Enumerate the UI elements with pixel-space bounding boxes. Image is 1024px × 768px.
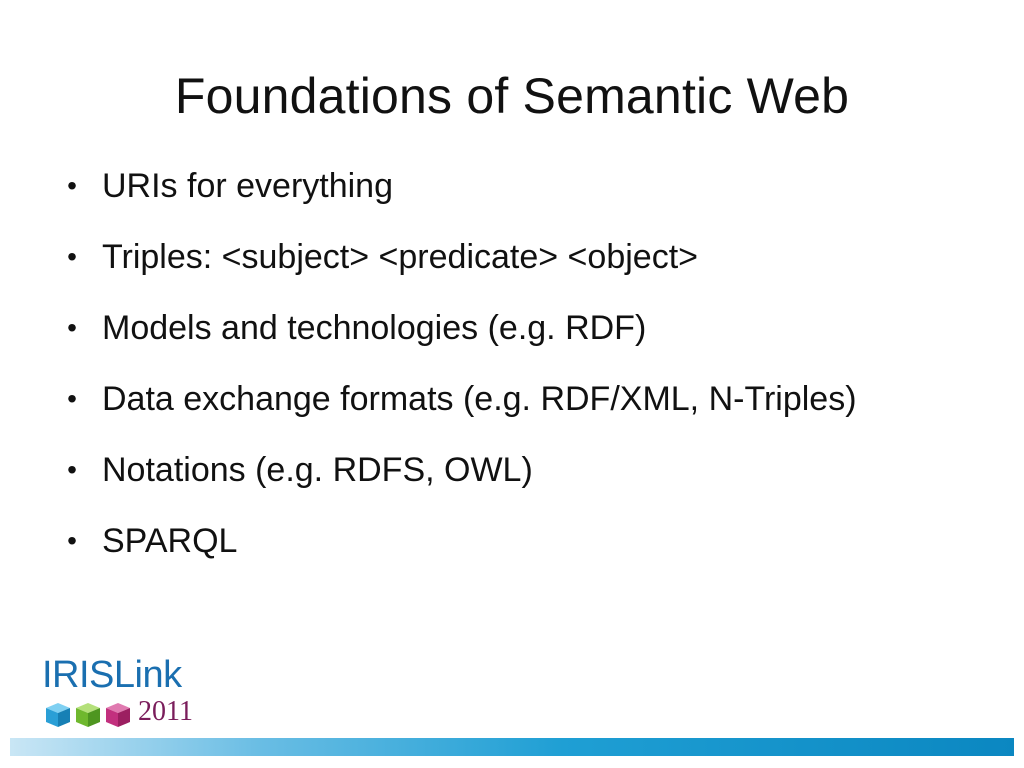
bullet-marker: • (67, 383, 77, 414)
magenta-cube-icon (106, 703, 130, 727)
logo-wordmark: IRISLink (42, 654, 182, 696)
bullet-text: Notations (e.g. RDFS, OWL) (102, 451, 533, 489)
bullet-item: • SPARQL (62, 515, 892, 567)
bullet-marker: • (67, 454, 77, 485)
blue-cube-icon (46, 703, 70, 727)
bullet-marker: • (67, 525, 77, 556)
irislink-logo: IRISLink 2011 (42, 654, 212, 729)
bullet-marker: • (67, 170, 77, 201)
bullet-text: Data exchange formats (e.g. RDF/XML, N-T… (102, 380, 857, 418)
green-cube-icon (76, 703, 100, 727)
slide-title: Foundations of Semantic Web (174, 68, 850, 124)
bullet-text: SPARQL (102, 522, 238, 560)
logo-year: 2011 (138, 696, 193, 727)
bullet-marker: • (67, 241, 77, 272)
bullet-text: URIs for everything (102, 167, 393, 205)
bullet-item: • Triples: <subject> <predicate> <object… (62, 231, 892, 283)
bullet-marker: • (67, 312, 77, 343)
bullet-item: • Data exchange formats (e.g. RDF/XML, N… (62, 373, 892, 425)
footer-bar (10, 738, 1014, 756)
bullet-list: • URIs for everything • Triples: <subjec… (62, 160, 892, 586)
bullet-item: • Notations (e.g. RDFS, OWL) (62, 444, 892, 496)
bullet-item: • URIs for everything (62, 160, 892, 212)
bullet-item: • Models and technologies (e.g. RDF) (62, 302, 892, 354)
bullet-text: Triples: <subject> <predicate> <object> (102, 238, 698, 276)
cubes-icon (46, 703, 130, 727)
bullet-text: Models and technologies (e.g. RDF) (102, 309, 647, 347)
